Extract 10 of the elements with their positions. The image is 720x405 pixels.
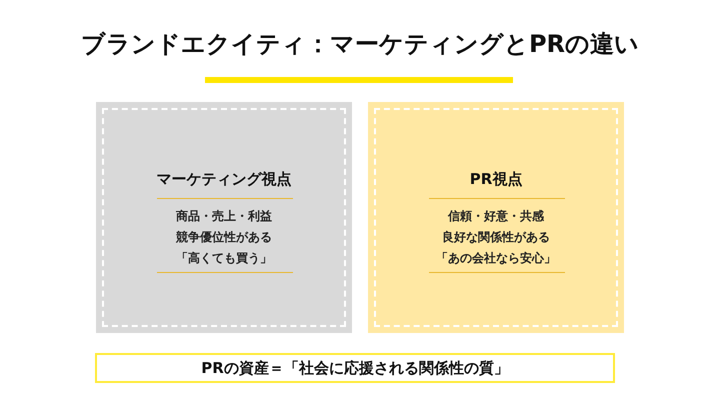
body-text: 「高くても買う」 xyxy=(175,250,273,267)
body-text: 「あの会社なら安心」 xyxy=(435,250,557,267)
body-text: 信頼・好意・共感 xyxy=(446,208,545,225)
summary-box: PRの資産＝「社会に応援される関係性の質」 xyxy=(95,353,615,383)
panel-heading: マーケティング視点 xyxy=(156,170,292,189)
body-text: 競争優位性がある xyxy=(174,229,273,246)
body-text: 良好な関係性がある xyxy=(441,229,551,246)
body-text: 商品・売上・利益 xyxy=(175,208,273,225)
title: ブランドエクイティ：マーケティングとPRの違い xyxy=(80,29,640,60)
panel-heading: PR視点 xyxy=(468,170,524,189)
